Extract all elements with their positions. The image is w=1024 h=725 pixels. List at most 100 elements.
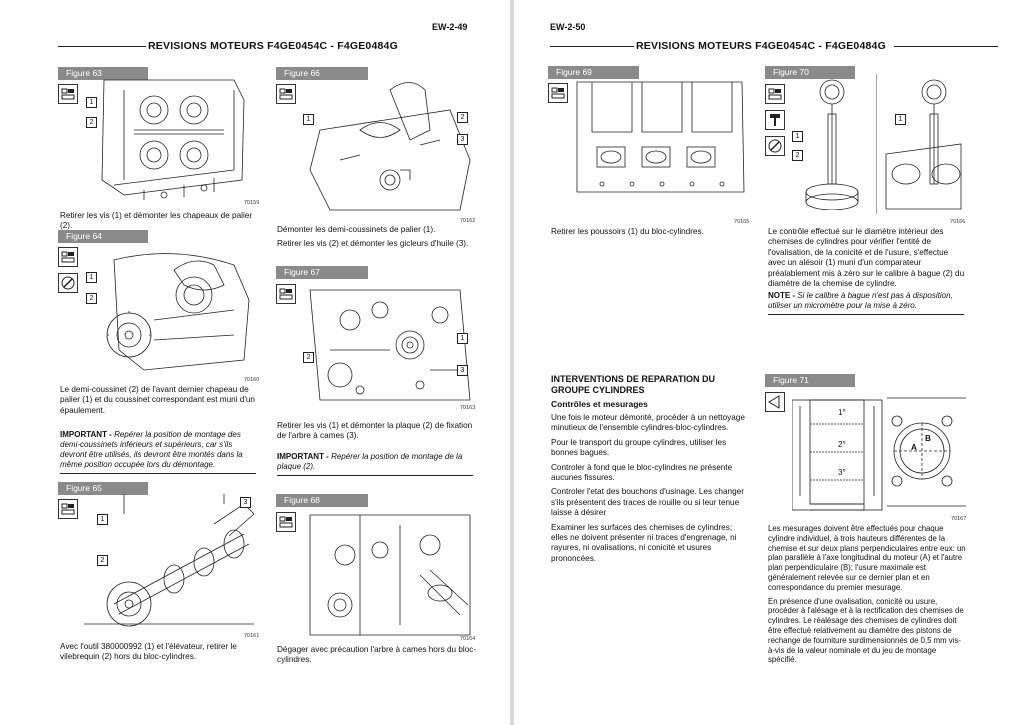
hammer-icon [765,110,785,130]
section-title: INTERVENTIONS DE REPARATION DU GROUPE CY… [551,374,716,395]
figure-66-label: Figure 66 [276,67,368,80]
figure-65-label: Figure 65 [58,482,148,495]
figure-69-caption: Retirer les poussoirs (1) du bloc-cylind… [551,227,704,236]
header-rule [550,46,634,47]
disassembly-icon [58,499,78,519]
paragraph: Controler l'etat des bouchons d'usinage.… [551,487,744,518]
figure-64-illustration [106,253,250,371]
figure-63-caption: Retirer les vis (1) et démonter les chap… [60,211,253,231]
caption-line: Retirer les vis (2) et démonter les gicl… [277,239,469,249]
figure-67-caption: Retirer les vis (1) et démonter la plaqu… [277,421,473,441]
figure-71-caption: Les mesurages doivent être effectués pou… [768,524,966,669]
disassembly-icon [548,83,568,103]
callout-1: 1 [303,114,314,125]
callout-1: 1 [97,514,108,525]
figure-64-number: 70160 [244,377,260,383]
important-text: Repérer la position de montage des demi-… [60,430,243,469]
paragraph: Une fois le moteur démonté, procéder à u… [551,413,745,433]
subsection-title: Contrôles et mesurages [551,399,648,409]
caption-line: En présence d'une ovalisation, conicité … [768,596,964,665]
header-rule [894,46,998,47]
figure-68-label: Figure 68 [276,494,368,507]
figure-66-number: 70162 [460,218,476,224]
figure-67-label: Figure 67 [276,266,368,279]
figure-65-number: 70161 [244,633,260,639]
wrench-tool-icon [765,136,785,156]
disassembly-icon [276,284,296,304]
figure-70-block-illustration [876,74,962,214]
figure-69-illustration [576,81,745,193]
important-text: Repérer la position de montage de la pla… [277,452,463,471]
callout-3: 3 [240,497,251,508]
figure-68-caption: Dégager avec précaution l'arbre à cames … [277,645,477,665]
figure-70-caption: Le contrôle effectué sur le diamètre int… [768,227,965,289]
disassembly-icon [765,84,785,104]
callout-2: 2 [457,112,468,123]
callout-3: 3 [457,365,468,376]
figure-71-label: Figure 71 [765,374,855,387]
figure-63-label: Figure 63 [58,67,148,80]
figure-69-label: Figure 69 [548,66,639,79]
disassembly-icon [276,512,296,532]
disassembly-icon [58,84,78,104]
figure-70-label: Figure 70 [765,66,855,79]
figure-71-illustration [792,397,966,511]
figure-66-illustration [309,82,471,211]
important-lead: IMPORTANT - [277,452,329,461]
figure-64-label: Figure 64 [58,230,148,243]
disassembly-icon [58,247,78,267]
important-lead: IMPORTANT - [60,430,112,439]
callout-2: 2 [97,555,108,566]
important-note-2: IMPORTANT - Repérer la position de monta… [277,452,473,476]
page-header: REVISIONS MOTEURS F4GE0454C - F4GE0484G [550,40,998,54]
figure-67-number: 70163 [460,405,476,411]
figure-64-caption: Le demi-coussinet (2) de l'avant dernier… [60,385,255,415]
callout-1: 1 [895,114,906,125]
callout-2: 2 [86,117,97,128]
level-3-label: 3° [838,468,846,477]
header-title: REVISIONS MOTEURS F4GE0454C - F4GE0484G [148,40,398,52]
note-box: NOTE - Si le calibre à bague n'est pas à… [768,291,964,315]
page-number: EW-2-49 [432,22,468,32]
header-title: REVISIONS MOTEURS F4GE0454C - F4GE0484G [636,40,886,52]
right-page: EW-2-50 REVISIONS MOTEURS F4GE0454C - F4… [514,0,1024,725]
section-body: Une fois le moteur démonté, procéder à u… [551,413,749,568]
figure-69-number: 70165 [734,219,750,225]
level-1-label: 1° [838,408,846,417]
callout-1: 1 [86,272,97,283]
note-text: Si le calibre à bague n'est pas à dispos… [768,291,953,310]
figure-68-number: 70164 [460,636,476,642]
wrench-tool-icon [58,273,78,293]
axis-a-label: A [911,443,917,452]
figure-67-illustration [309,289,471,401]
left-page: EW-2-49 REVISIONS MOTEURS F4GE0454C - F4… [0,0,510,725]
figure-70-gauge-illustration [805,79,859,210]
paragraph: Pour le transport du groupe cylindres, u… [551,437,727,458]
measurement-icon [765,392,785,412]
callout-1: 1 [792,131,803,142]
figure-65-caption: Avec l'outil 380000992 (1) et l'élévateu… [60,642,237,662]
figure-68-illustration [309,514,471,636]
important-note-1: IMPORTANT - Repérer la position de monta… [60,430,256,474]
callout-2: 2 [86,293,97,304]
callout-3: 3 [457,134,468,145]
caption-line: Les mesurages doivent être effectués pou… [768,524,966,592]
figure-65-illustration [84,494,255,627]
level-2-label: 2° [838,440,846,449]
disassembly-icon [276,84,296,104]
figure-71-number: 70167 [951,516,967,522]
page-gutter [510,0,514,725]
axis-b-label: B [925,434,931,443]
figure-63-illustration [101,79,245,200]
page-header: REVISIONS MOTEURS F4GE0454C - F4GE0484G [58,40,460,54]
figure-70-number: 70166 [950,219,966,225]
page-number: EW-2-50 [550,22,586,32]
callout-1: 1 [457,333,468,344]
header-rule [58,46,146,47]
figure-66-caption: Démonter les demi-coussinets de palier (… [277,225,477,254]
note-lead: NOTE - [768,291,796,300]
callout-1: 1 [86,97,97,108]
callout-2: 2 [792,150,803,161]
figure-63-number: 70159 [244,200,260,206]
paragraph: Examiner les surfaces des chemises de cy… [551,522,737,563]
